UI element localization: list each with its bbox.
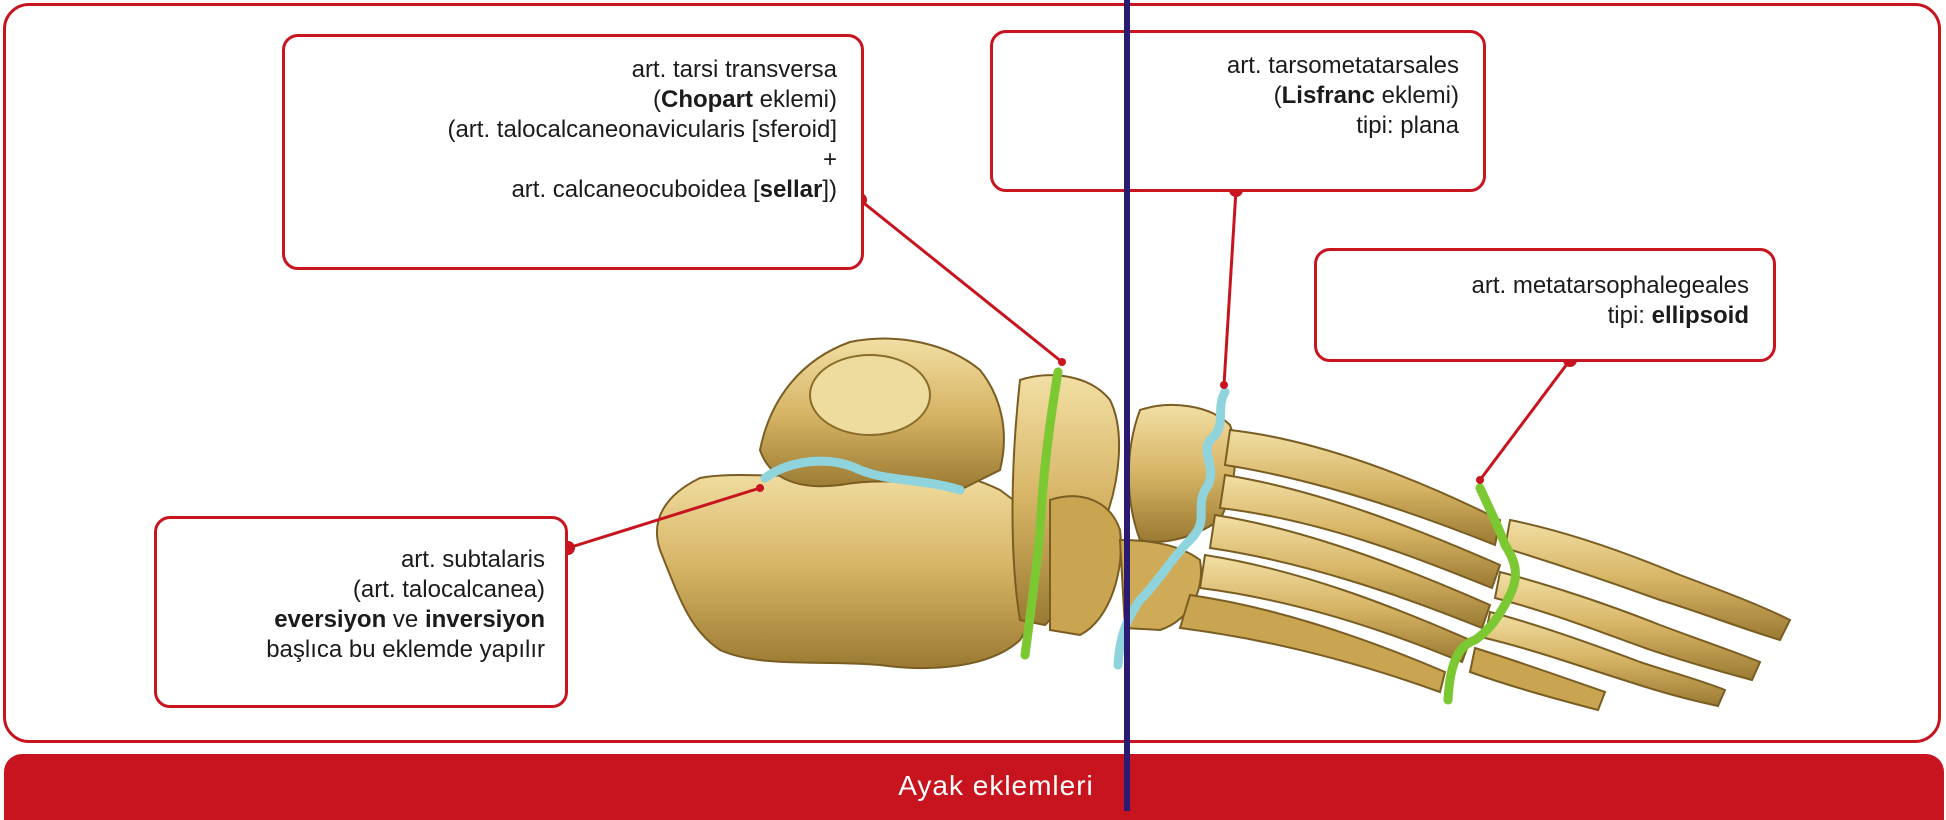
chopart-line-5: art. calcaneocuboidea [sellar]) bbox=[297, 175, 837, 205]
subtalar-line-3: eversiyon ve inversiyon bbox=[169, 605, 545, 635]
chopart-line-2: (Chopart eklemi) bbox=[297, 85, 837, 115]
calcaneus-bone bbox=[657, 467, 1044, 668]
chopart-line-3: (art. talocalcaneonavicularis [sferoid] bbox=[297, 115, 837, 145]
phalanx-bones bbox=[1470, 520, 1790, 710]
lisfranc-line-1: art. tarsometatarsales bbox=[1005, 51, 1459, 81]
chopart-line-4: + bbox=[297, 145, 837, 175]
subtalar-line-4: başlıca bu eklemde yapılır bbox=[169, 635, 545, 665]
chopart-line-1: art. tarsi transversa bbox=[297, 55, 837, 85]
lisfranc-joint-callout: art. tarsometatarsales (Lisfranc eklemi)… bbox=[990, 30, 1486, 192]
chopart-joint-callout: art. tarsi transversa (Chopart eklemi) (… bbox=[282, 34, 864, 270]
lisfranc-line-2: (Lisfranc eklemi) bbox=[1005, 81, 1459, 111]
mtp-line-1: art. metatarsophalegeales bbox=[1329, 271, 1749, 301]
figure-caption: Ayak eklemleri bbox=[854, 754, 1094, 802]
lisfranc-line-3: tipi: plana bbox=[1005, 111, 1459, 141]
metatarsophalangeal-joint-callout: art. metatarsophalegeales tipi: ellipsoi… bbox=[1314, 248, 1776, 362]
mtp-leader bbox=[1480, 360, 1570, 480]
mtp-line-2: tipi: ellipsoid bbox=[1329, 301, 1749, 331]
subtalar-line-2: (art. talocalcanea) bbox=[169, 575, 545, 605]
vertical-divider-line bbox=[1124, 0, 1130, 811]
caption-band: Ayak eklemleri bbox=[4, 754, 1944, 820]
subtalar-joint-callout: art. subtalaris (art. talocalcanea) ever… bbox=[154, 516, 568, 708]
lisfranc-leader bbox=[1224, 190, 1236, 385]
subtalar-line-1: art. subtalaris bbox=[169, 545, 545, 575]
